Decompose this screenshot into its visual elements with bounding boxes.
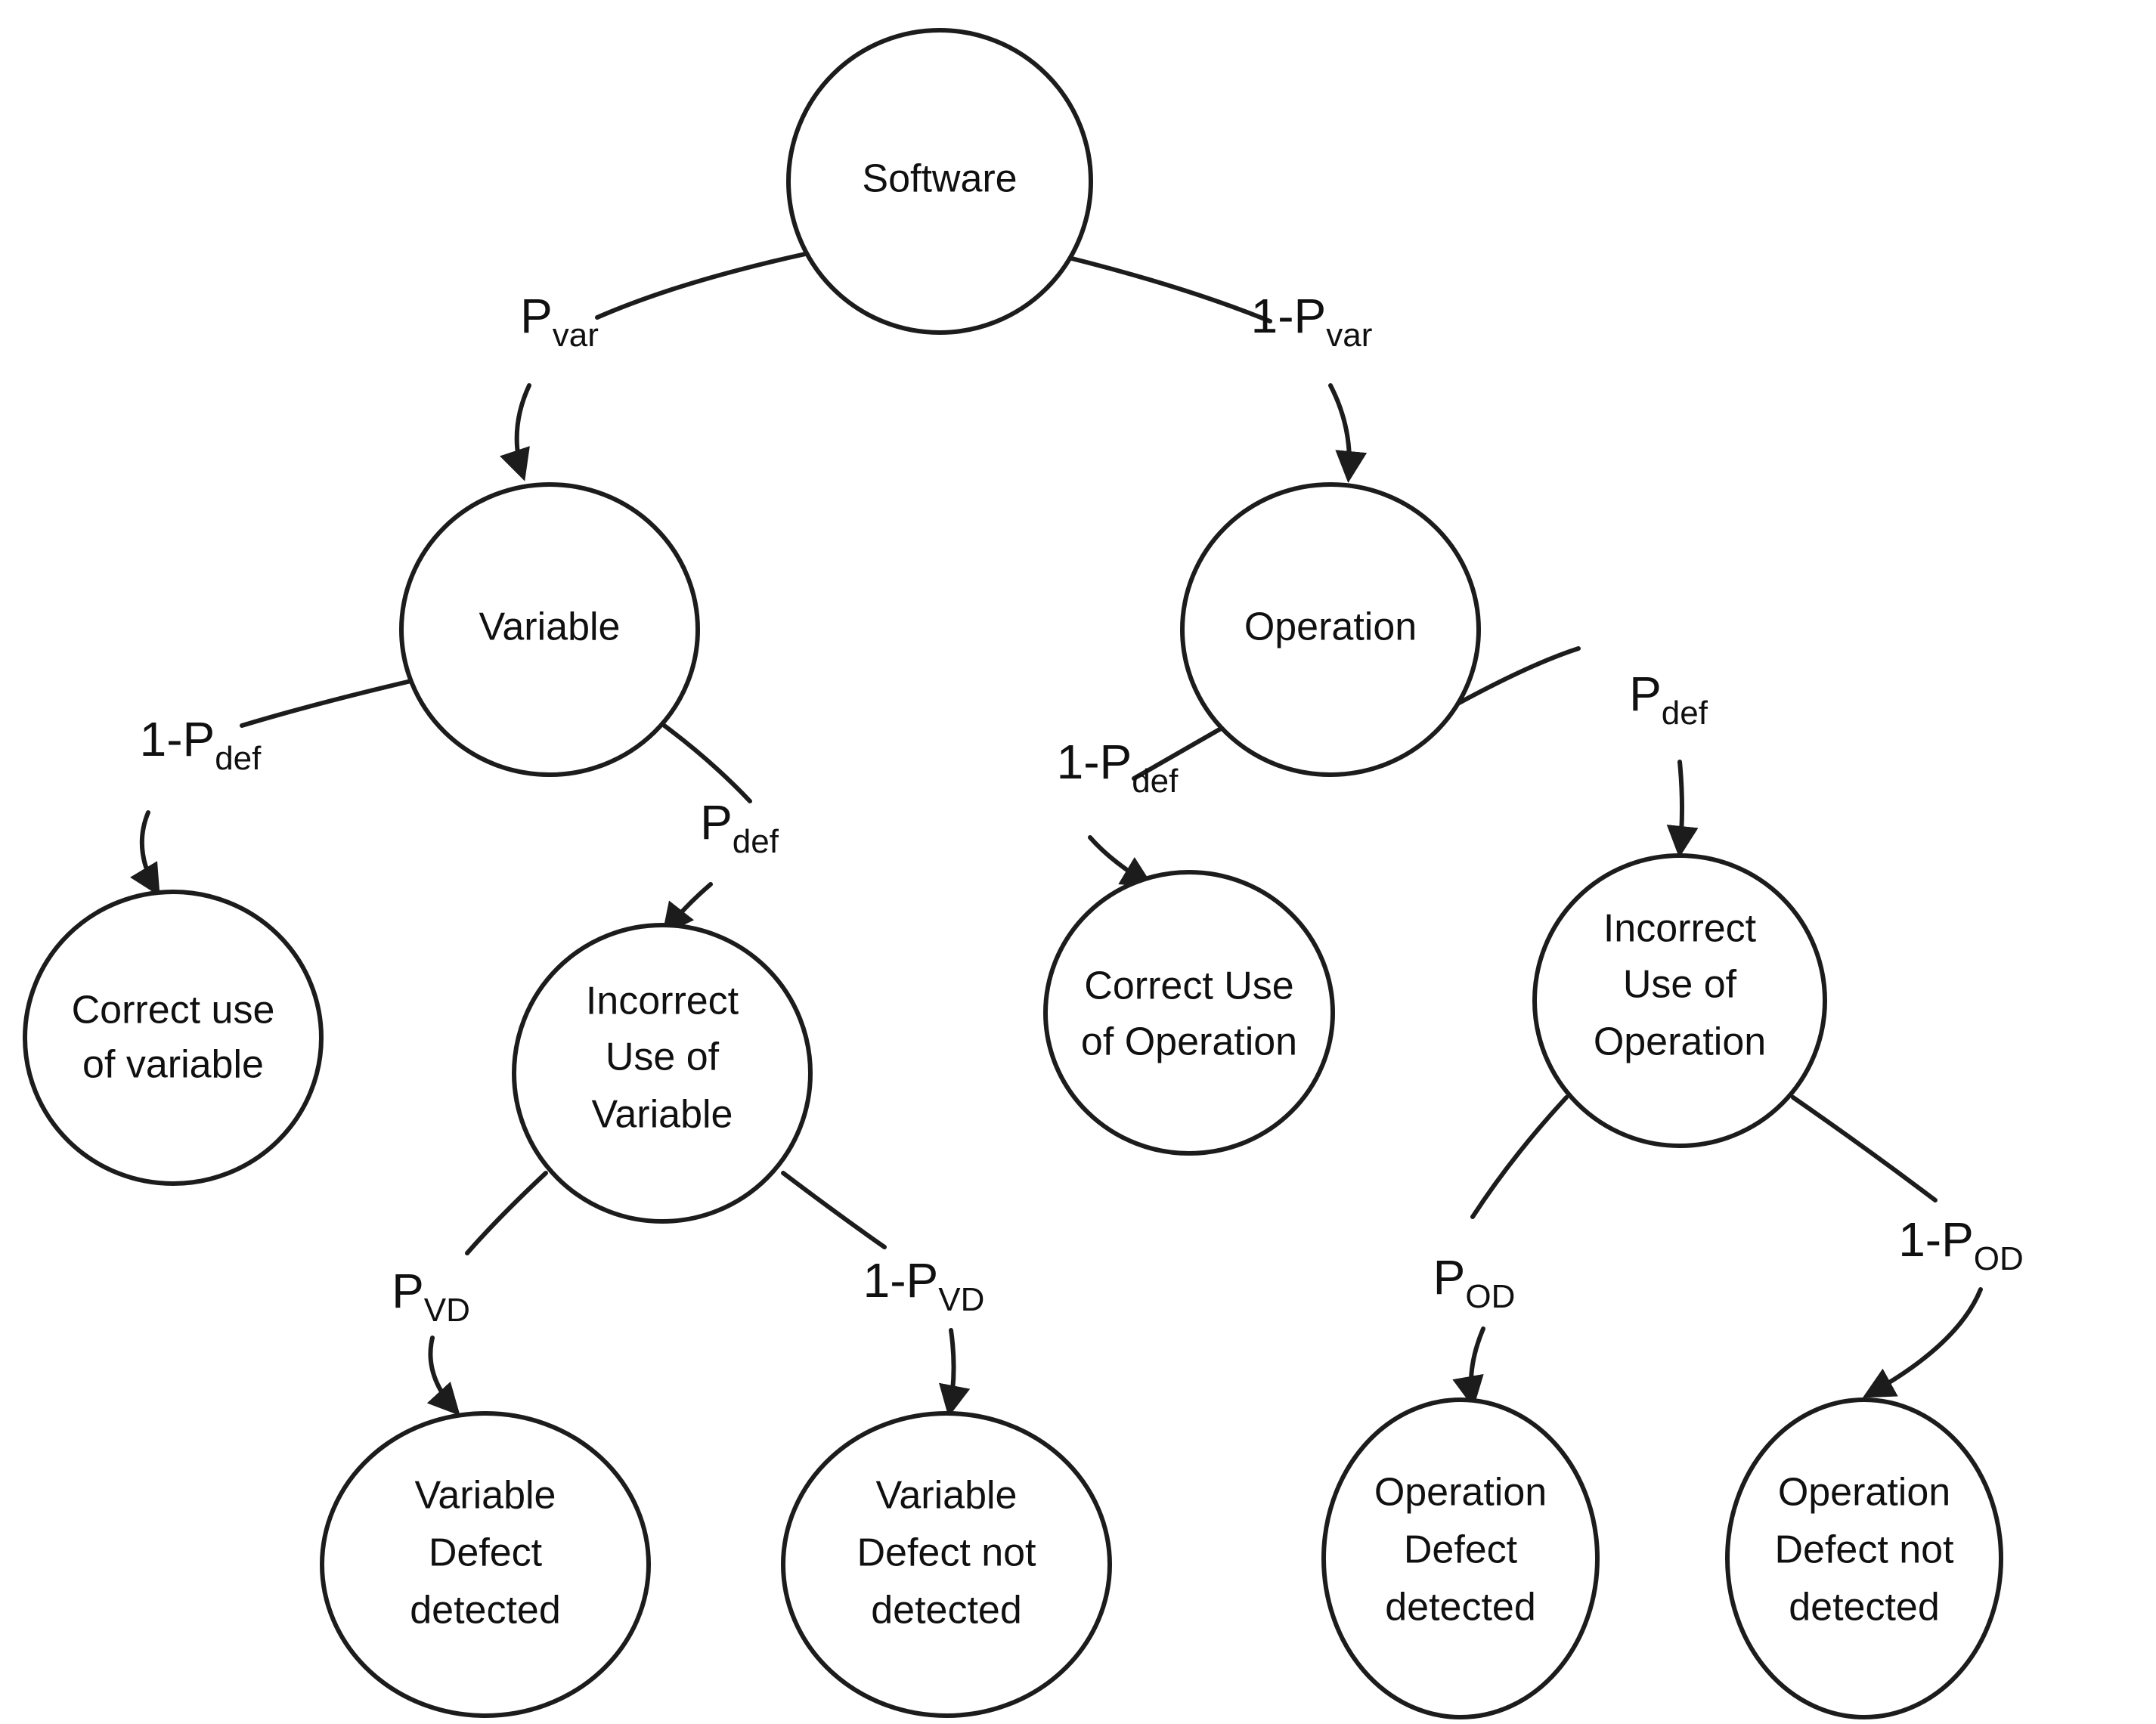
node-label-line-3: detected [1385,1586,1536,1630]
node-label-line-3: detected [871,1589,1022,1633]
node-label-line-2: Defect [1404,1528,1518,1572]
node-shape[interactable] [1532,853,1827,1148]
edge-label-main: 1-P [1251,289,1327,343]
node-label-line-3: detected [410,1589,561,1633]
node-label-line-1: Correct use [72,989,275,1032]
node-shape[interactable] [786,28,1093,335]
node-label-line-1: Variable [876,1474,1018,1518]
node-correct-use-of-operation[interactable]: Correct Use of Operation [1043,870,1335,1156]
edge-incorrect-operation-to-defect-not-detected [1791,1095,1983,1398]
node-label-line-1: Operation [1778,1471,1950,1515]
edge-label-p-def-operation: Pdef [1629,667,1708,732]
node-shape[interactable] [23,890,324,1186]
edge-label-p-vd: PVD [392,1264,470,1329]
edge-label-sub: def [1662,695,1708,732]
node-label-line-3: detected [1789,1586,1940,1630]
node-shape[interactable] [399,482,700,777]
node-shape[interactable] [1725,1397,2003,1719]
edge-label-p-var: Pvar [520,289,599,354]
node-label-line-1: Operation [1374,1471,1547,1515]
edge-label-p-def-variable: Pdef [700,795,779,860]
edge-label-1-minus-p-def-variable: 1-Pdef [140,712,262,777]
node-shape[interactable] [1321,1397,1600,1719]
edge-incorrect-variable-to-defect-detected [426,1171,548,1416]
edge-label-group: Pvar 1-Pvar 1-Pdef Pdef 1-Pdef Pdef PVD … [140,289,2024,1329]
edge-label-main: 1-P [1057,735,1132,789]
node-correct-use-of-variable[interactable]: Correct use of variable [23,890,324,1186]
edge-label-main: P [392,1264,424,1318]
node-shape[interactable] [1043,870,1335,1156]
node-variable-defect-not-detected[interactable]: Variable Defect not detected [781,1411,1112,1718]
edge-group [129,251,1983,1417]
edge-label-1-minus-p-vd: 1-PVD [863,1253,985,1318]
edge-label-sub: var [1326,317,1372,354]
node-label: Variable [479,605,621,649]
node-label-line-2: Defect [429,1531,543,1575]
edge-label-1-minus-p-def-operation: 1-Pdef [1057,735,1179,800]
node-label: Operation [1244,605,1417,649]
node-operation-defect-not-detected[interactable]: Operation Defect not detected [1725,1397,2003,1719]
edge-incorrect-variable-to-defect-not-detected [781,1171,971,1417]
edge-label-sub: def [733,823,779,860]
node-shape[interactable] [1180,482,1481,777]
node-label: Software [862,157,1017,201]
edge-label-main: P [520,289,553,343]
node-label-line-1: Incorrect [586,980,739,1023]
edge-label-1-minus-p-var: 1-Pvar [1251,289,1373,354]
node-label-line-2: Use of [606,1035,720,1079]
node-label-line-2: Defect not [857,1531,1036,1575]
node-variable[interactable]: Variable [399,482,700,777]
node-shape[interactable] [512,923,813,1224]
edge-label-main: P [1433,1250,1466,1305]
edge-software-to-variable [500,251,811,481]
edge-software-to-operation [1064,255,1368,483]
edge-label-sub: VD [938,1281,984,1318]
edge-label-sub: def [215,740,262,777]
node-shape[interactable] [320,1411,651,1718]
node-label-line-2: Defect not [1774,1528,1954,1572]
node-label-line-2: Use of [1623,963,1737,1007]
node-label-line-3: Variable [592,1093,733,1137]
node-shape[interactable] [781,1411,1112,1718]
edge-variable-to-correct-use-variable [129,678,417,897]
edge-label-main: 1-P [140,712,215,766]
edge-label-1-minus-p-od: 1-POD [1898,1212,2024,1277]
edge-label-main: P [700,795,733,850]
edge-label-sub: OD [1974,1240,2024,1277]
node-label-line-1: Variable [415,1474,556,1518]
edge-label-main: P [1629,667,1662,721]
node-label-line-1: Correct Use [1084,964,1293,1008]
node-software[interactable]: Software [786,28,1093,335]
node-variable-defect-detected[interactable]: Variable Defect detected [320,1411,651,1718]
node-group: Software Variable Operation Correct use … [23,28,2003,1719]
edge-label-sub: def [1132,763,1179,800]
edge-label-main: 1-P [1898,1212,1974,1267]
node-operation-defect-detected[interactable]: Operation Defect detected [1321,1397,1600,1719]
node-incorrect-use-of-variable[interactable]: Incorrect Use of Variable [512,923,813,1224]
edge-label-p-od: POD [1433,1250,1516,1315]
edge-label-sub: var [553,317,599,354]
edge-label-sub: VD [424,1292,470,1329]
node-label-line-2: of Operation [1081,1020,1297,1064]
node-label-line-3: Operation [1594,1020,1766,1064]
edge-incorrect-operation-to-defect-detected [1452,1095,1569,1408]
node-label-line-1: Incorrect [1603,907,1757,951]
node-incorrect-use-of-operation[interactable]: Incorrect Use of Operation [1532,853,1827,1148]
edge-label-sub: OD [1465,1278,1515,1315]
edge-operation-to-incorrect-use-operation [1443,646,1699,858]
node-operation[interactable]: Operation [1180,482,1481,777]
node-label-line-2: of variable [82,1043,264,1087]
edge-label-main: 1-P [863,1253,939,1308]
